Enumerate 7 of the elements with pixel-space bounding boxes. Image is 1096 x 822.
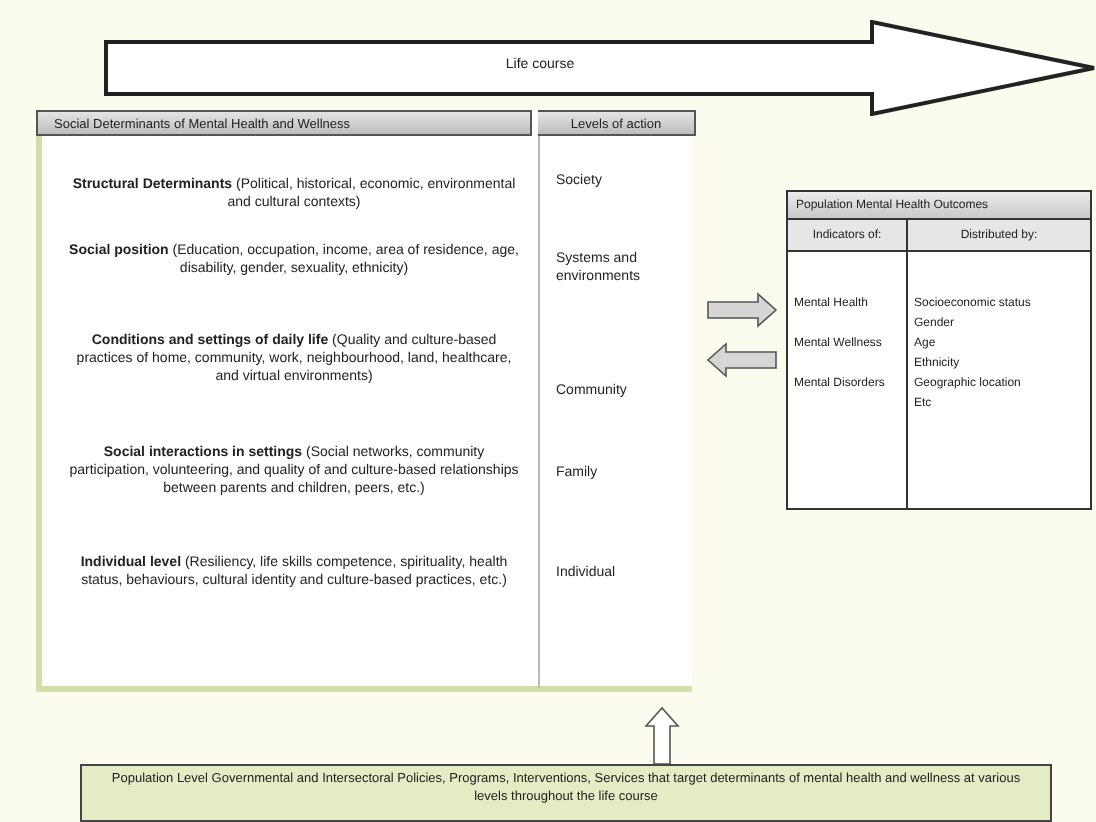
- determinants-panel: [36, 110, 692, 692]
- policy-box: [80, 764, 1052, 822]
- block-arrow: [707, 292, 778, 328]
- life-course-arrow: [104, 20, 1096, 116]
- block-arrow: [706, 342, 777, 378]
- outcomes-table: [786, 190, 1092, 510]
- block-arrow: [644, 706, 680, 765]
